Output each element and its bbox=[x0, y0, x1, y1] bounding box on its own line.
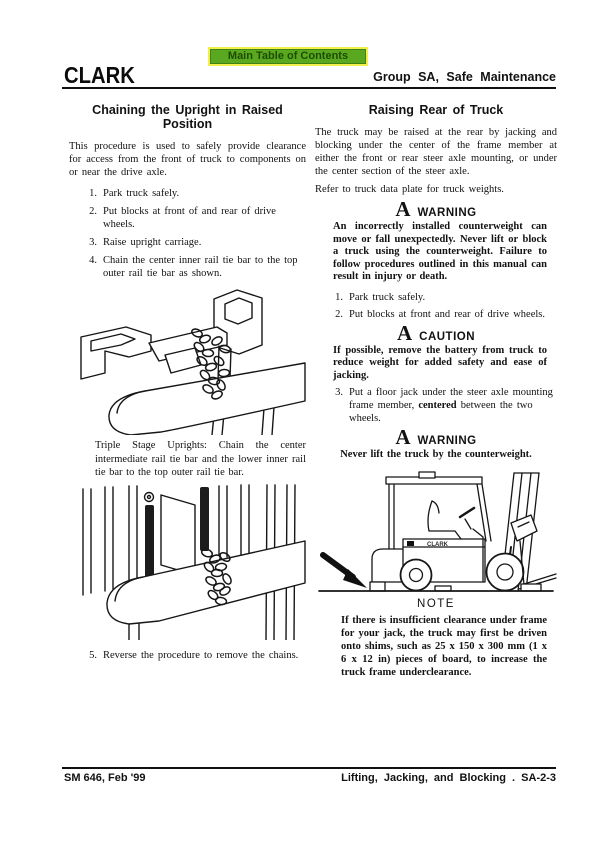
note-label: NOTE bbox=[417, 597, 455, 610]
caution-label: CAUTION bbox=[419, 330, 476, 343]
chaining-step-3: 3. Raise upright carriage. bbox=[69, 236, 306, 249]
step-text: Put blocks at front of and rear of drive… bbox=[103, 206, 276, 230]
warning-label: WARNING bbox=[417, 207, 477, 219]
chaining-step-4: 4. Chain the center inner rail tie bar t… bbox=[69, 254, 306, 280]
step-number: 3. bbox=[89, 237, 97, 248]
header-rule bbox=[62, 87, 556, 89]
step-number: 2. bbox=[335, 308, 343, 320]
chaining-step-2: 2. Put blocks at front of and rear of dr… bbox=[69, 205, 306, 231]
step-number: 4. bbox=[89, 255, 97, 266]
left-column: Chaining the Upright in Raised Position … bbox=[69, 100, 306, 667]
raising-step-2: 2. Put blocks at front and rear of drive… bbox=[315, 308, 557, 321]
caution-heading: A CAUTION bbox=[315, 320, 557, 345]
forklift-body-label: CLARK bbox=[427, 542, 449, 548]
section-title-chaining: Chaining the Upright in Raised Position bbox=[92, 103, 283, 131]
section-title-raising: Raising Rear of Truck bbox=[368, 103, 504, 117]
step-text-post: between the two wheels. bbox=[349, 400, 533, 424]
step-number: 5. bbox=[89, 649, 97, 661]
chained-upright-illustration bbox=[80, 289, 306, 435]
warning-text-1: An incorrectly installed counterweight c… bbox=[333, 221, 547, 282]
step-number: 2. bbox=[89, 206, 97, 217]
main-toc-button[interactable]: Main Table of Contents bbox=[208, 47, 368, 66]
note-text: If there is insufficient clearance under… bbox=[341, 614, 547, 678]
step-text: Chain the center inner rail tie bar to t… bbox=[103, 255, 298, 279]
triple-stage-note: Triple Stage Uprights: Chain the center … bbox=[95, 440, 306, 478]
step-number: 1. bbox=[335, 291, 343, 303]
chaining-step-1: 1. Park truck safely. bbox=[69, 187, 306, 200]
step-text-bold: centered bbox=[418, 400, 457, 411]
step-text: Raise upright carriage. bbox=[103, 237, 202, 248]
raising-step-1: 1. Park truck safely. bbox=[315, 291, 557, 304]
step-text: Park truck safely. bbox=[349, 291, 426, 303]
step-text: Park truck safely. bbox=[103, 188, 180, 199]
group-header-title: Group SA, Safe Maintenance bbox=[373, 70, 556, 84]
step-text: Put blocks at front and rear of drive wh… bbox=[349, 308, 545, 320]
caution-text: If possible, remove the battery from tru… bbox=[333, 344, 547, 381]
raising-step-3: 3. Put a floor jack under the steer axle… bbox=[315, 386, 557, 425]
clark-logo: CLARK bbox=[64, 62, 135, 88]
warning-text-2: Never lift the truck by the counterweigh… bbox=[340, 449, 532, 460]
right-column: Raising Rear of Truck The truck may be r… bbox=[315, 100, 557, 679]
footer-document-id: SM 646, Feb '99 bbox=[64, 772, 146, 784]
step-text-pre: Put a floor jack under the steer axle mo… bbox=[349, 387, 553, 411]
forklift-side-view-illustration: CLARK bbox=[318, 470, 557, 592]
footer-section-page: Lifting, Jacking, and Blocking . SA-2-3 bbox=[341, 772, 556, 784]
step-text: Put a floor jack under the steer axle mo… bbox=[349, 386, 557, 425]
warning-symbol: A bbox=[395, 425, 411, 449]
step-number: 1. bbox=[89, 188, 97, 199]
raising-intro-paragraph: The truck may be raised at the rear by j… bbox=[315, 127, 557, 177]
warning-heading-1: A WARNING bbox=[315, 199, 557, 220]
triple-stage-upright-illustration bbox=[82, 483, 306, 640]
chaining-step-5: 5. Reverse the procedure to remove the c… bbox=[69, 649, 306, 662]
chaining-intro-paragraph: This procedure is used to safely provide… bbox=[69, 141, 306, 178]
step-number: 3. bbox=[335, 387, 343, 398]
warning-symbol: A bbox=[395, 197, 411, 221]
footer-rule bbox=[62, 767, 556, 769]
warning-label: WARNING bbox=[417, 435, 477, 447]
step-text: Reverse the procedure to remove the chai… bbox=[103, 649, 299, 661]
data-plate-paragraph: Refer to truck data plate for truck weig… bbox=[315, 184, 504, 195]
warning-heading-2: A WARNING bbox=[315, 427, 557, 448]
caution-symbol: A bbox=[396, 320, 413, 345]
